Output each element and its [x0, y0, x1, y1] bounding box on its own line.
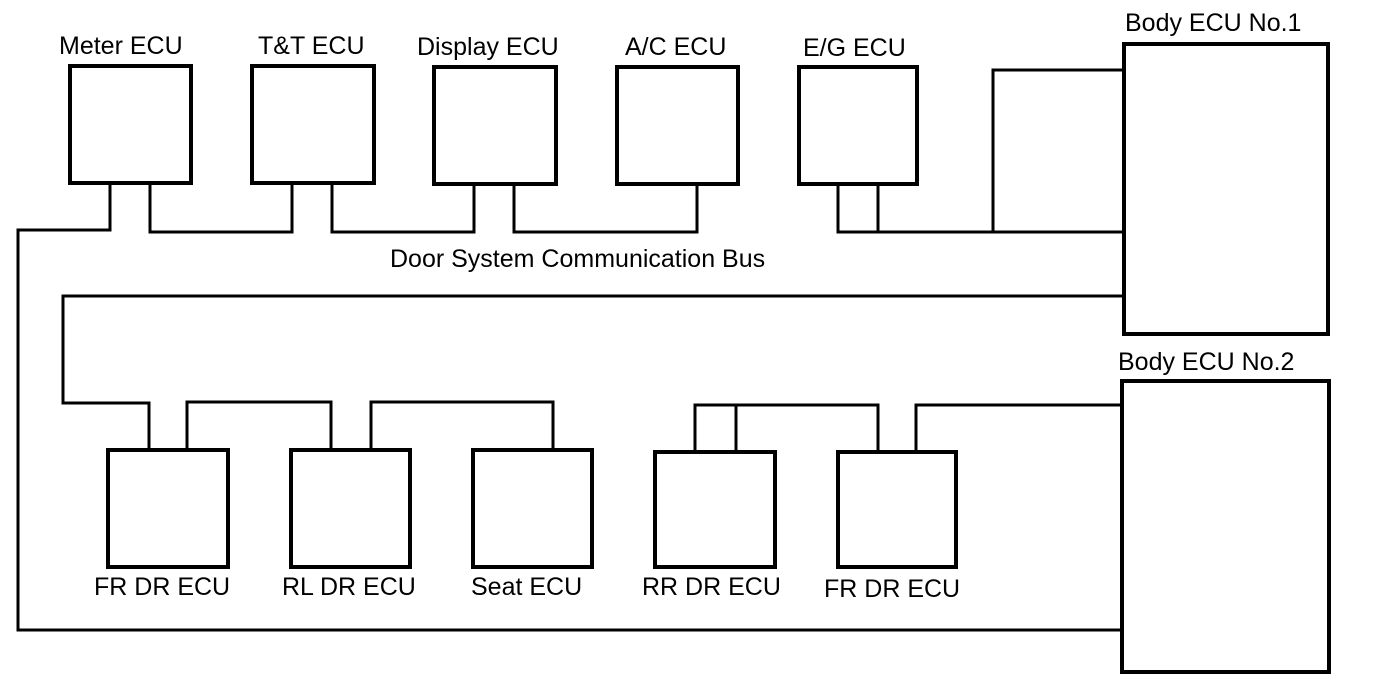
bus-label: Door System Communication Bus — [390, 245, 765, 273]
eg-ecu-box — [797, 65, 919, 186]
rr-dr-ecu-box — [653, 450, 777, 569]
body-ecu-no1-box — [1122, 42, 1330, 336]
fr-dr-ecu-2-label: FR DR ECU — [824, 575, 960, 603]
tt-ecu-label: T&T ECU — [258, 32, 365, 60]
top-bus-wire — [148, 68, 1124, 234]
tt-ecu-box — [250, 64, 376, 185]
ac-ecu-box — [615, 65, 740, 186]
outer-loop-wire — [16, 184, 1124, 632]
rr-dr-ecu-label: RR DR ECU — [642, 573, 781, 601]
body-ecu-no2-box — [1120, 379, 1331, 674]
fr-dr-ecu-1-box — [106, 448, 230, 569]
fr-dr-ecu-1-label: FR DR ECU — [94, 573, 230, 601]
body-ecu-no2-label: Body ECU No.2 — [1118, 348, 1294, 376]
rl-dr-ecu-label: RL DR ECU — [282, 573, 416, 601]
meter-ecu-label: Meter ECU — [59, 32, 183, 60]
seat-ecu-box — [471, 448, 594, 569]
rl-dr-ecu-box — [289, 448, 412, 569]
display-ecu-label: Display ECU — [417, 33, 559, 61]
bottom-bus-wire — [185, 400, 1124, 450]
meter-ecu-box — [68, 64, 193, 185]
eg-ecu-label: E/G ECU — [803, 34, 906, 62]
seat-ecu-label: Seat ECU — [471, 573, 582, 601]
top-to-bottom-link-wire — [836, 184, 1124, 234]
fr-dr-ecu-2-box — [836, 450, 958, 569]
ac-ecu-label: A/C ECU — [625, 33, 726, 61]
body1-to-bottom-wire — [61, 294, 1124, 450]
display-ecu-box — [432, 65, 558, 186]
body-ecu-no1-label: Body ECU No.1 — [1125, 9, 1301, 37]
